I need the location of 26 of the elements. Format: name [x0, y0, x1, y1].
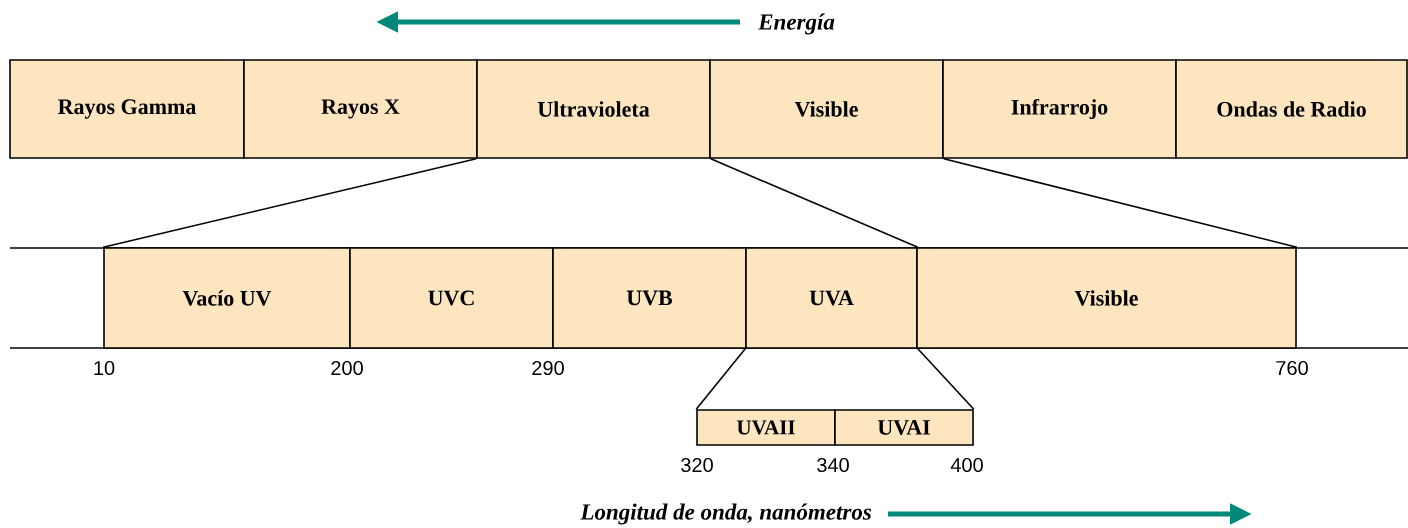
band-box: UVB — [552, 247, 747, 349]
tick-label: 340 — [817, 457, 849, 473]
tick-label: 10 — [94, 360, 115, 376]
zoom-line — [695, 348, 746, 410]
zoom-line — [102, 158, 477, 248]
tick-label: 290 — [532, 360, 564, 376]
zoom-line — [943, 158, 1298, 248]
band-box: Visible — [709, 59, 944, 159]
band-box: UVAII — [696, 409, 836, 446]
band-box: Rayos Gamma — [9, 59, 245, 159]
band-box: UVA — [745, 247, 918, 349]
tick-label: 320 — [681, 457, 713, 473]
band-box: Rayos X — [243, 59, 478, 159]
band-box: UVAI — [834, 409, 974, 446]
axis-caption: Longitud de onda, nanómetros — [580, 503, 872, 525]
band-box: Vacío UV — [103, 247, 351, 349]
tick-label: 400 — [950, 457, 983, 473]
band-box: Infrarrojo — [942, 59, 1177, 159]
tick-label: 200 — [331, 360, 363, 376]
band-box: Ultravioleta — [476, 59, 711, 159]
band-box: Ondas de Radio — [1175, 59, 1408, 159]
tick-label: 760 — [1276, 360, 1308, 376]
zoom-line — [710, 158, 919, 248]
zoom-line — [917, 348, 975, 410]
band-box: UVC — [349, 247, 554, 349]
axis-caption: Energía — [758, 13, 835, 35]
